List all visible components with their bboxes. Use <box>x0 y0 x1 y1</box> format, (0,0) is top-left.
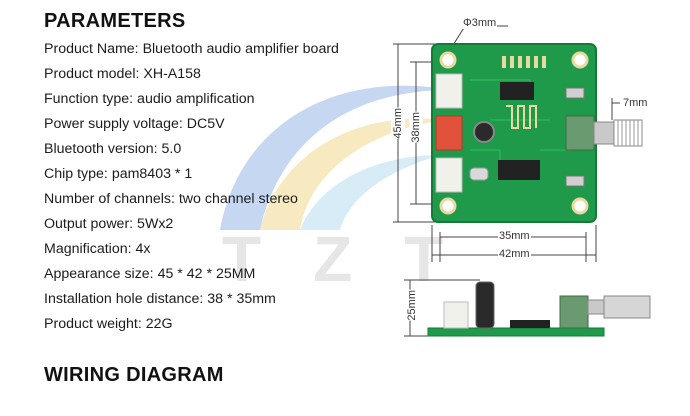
side-chip <box>510 320 550 328</box>
potentiometer <box>565 115 595 151</box>
side-potentiometer <box>559 295 589 329</box>
dim-hole: Φ3mm <box>462 17 498 29</box>
param-item: Power supply voltage: DC5V <box>44 116 225 132</box>
capacitor <box>473 121 495 143</box>
wiring-diagram-heading: WIRING DIAGRAM <box>44 364 224 386</box>
param-item: Product Name: Bluetooth audio amplifier … <box>44 41 339 57</box>
potentiometer-shaft <box>593 121 615 145</box>
button-top <box>565 87 585 99</box>
board-top-view <box>393 25 643 262</box>
power-terminal <box>435 115 463 151</box>
bluetooth-antenna <box>506 105 537 129</box>
speaker-terminal-bottom <box>435 157 463 193</box>
side-shaft <box>587 299 605 315</box>
speaker-terminal-top <box>435 73 463 109</box>
param-item: Bluetooth version: 5.0 <box>44 141 182 157</box>
mounting-hole <box>571 197 589 215</box>
side-pcb <box>427 327 605 337</box>
param-item: Number of channels: two channel stereo <box>44 191 298 207</box>
param-item: Product weight: 22G <box>44 316 173 332</box>
mounting-hole <box>439 197 457 215</box>
parameters-heading: PARAMETERS <box>44 10 186 32</box>
mounting-hole <box>571 51 589 69</box>
crystal <box>469 167 489 181</box>
side-knob <box>603 295 651 319</box>
param-item: Output power: 5Wx2 <box>44 216 174 232</box>
knob-knurl <box>613 120 639 146</box>
side-terminal <box>443 301 469 329</box>
dim-width-inner: 35mm <box>498 230 531 242</box>
dim-width-outer: 42mm <box>498 248 531 260</box>
param-item: Product model: XH-A158 <box>44 66 201 82</box>
button-bottom <box>565 175 585 187</box>
dim-height-inner: 38mm <box>409 112 423 143</box>
dim-height-outer: 45mm <box>391 108 405 139</box>
side-capacitor <box>475 281 495 329</box>
param-item: Appearance size: 45 * 42 * 25MM <box>44 266 256 282</box>
board-side-view <box>404 279 651 337</box>
param-item: Installation hole distance: 38 * 35mm <box>44 291 276 307</box>
param-item: Magnification: 4x <box>44 241 151 257</box>
mounting-hole <box>439 51 457 69</box>
dim-thickness: 25mm <box>405 290 419 321</box>
dim-knob: 7mm <box>622 97 649 109</box>
param-item: Chip type: pam8403 * 1 <box>44 166 193 182</box>
parameters-list: Product Name: Bluetooth audio amplifier … <box>44 37 339 337</box>
amplifier-chip <box>500 82 534 100</box>
bluetooth-chip <box>498 160 540 180</box>
pin-header <box>502 56 546 68</box>
param-item: Function type: audio amplification <box>44 91 255 107</box>
